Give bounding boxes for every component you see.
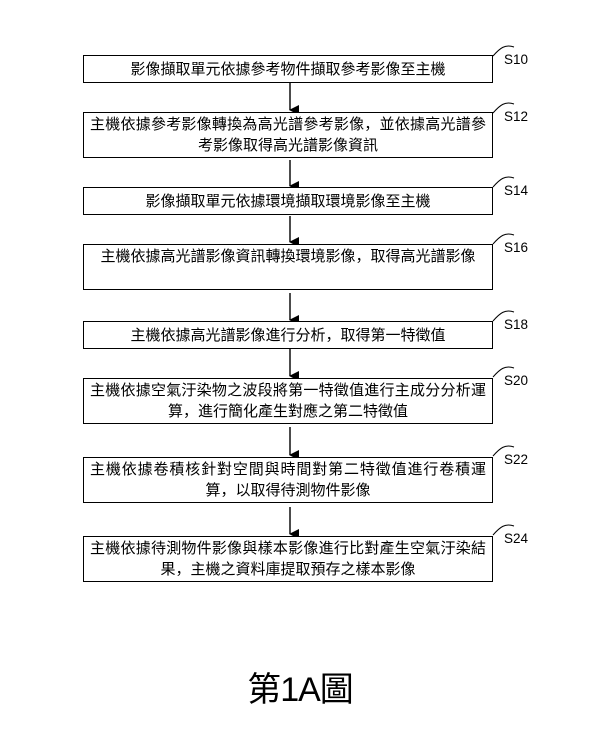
step-text-s22: 主機依據卷積核針對空間與時間對第二特徵值進行卷積運算，以取得待測物件影像 (90, 460, 486, 499)
leader-s12 (492, 102, 515, 114)
step-text-s14: 影像擷取單元依據環境擷取環境影像至主機 (145, 191, 431, 210)
step-text-s10: 影像擷取單元依據參考物件擷取參考影像至主機 (130, 59, 446, 78)
step-label-s10: S10 (504, 52, 529, 67)
step-label-s14: S14 (504, 183, 529, 198)
step-text-s12: 主機依據參考影像轉換為高光譜參考影像，並依據高光譜參考影像取得高光譜影像資訊 (90, 115, 486, 154)
step-box-s14: 影像擷取單元依據環境擷取環境影像至主機 (83, 187, 493, 215)
step-box-s10: 影像擷取單元依據參考物件擷取參考影像至主機 (83, 55, 493, 83)
step-box-s22: 主機依據卷積核針對空間與時間對第二特徵值進行卷積運算，以取得待測物件影像 (83, 457, 493, 503)
step-label-s20: S20 (504, 373, 529, 388)
step-box-s20: 主機依據空氣汙染物之波段將第一特徵值進行主成分分析運算，進行簡化產生對應之第二特… (83, 378, 493, 424)
leader-s20 (492, 366, 515, 378)
leader-s18 (492, 310, 515, 322)
leader-s22 (492, 445, 515, 457)
step-label-s16: S16 (504, 240, 529, 255)
leader-s16 (492, 233, 515, 245)
step-text-s24: 主機依據待測物件影像與樣本影像進行比對產生空氣汙染結果，主機之資料庫提取預存之樣… (90, 539, 486, 578)
step-label-s24: S24 (504, 531, 529, 546)
step-label-s22: S22 (504, 452, 529, 467)
step-box-s12: 主機依據參考影像轉換為高光譜參考影像，並依據高光譜參考影像取得高光譜影像資訊 (83, 112, 493, 158)
step-label-s12: S12 (504, 109, 529, 124)
step-box-s18: 主機依據高光譜影像進行分析，取得第一特徵值 (83, 321, 493, 349)
step-text-s18: 主機依據高光譜影像進行分析，取得第一特徵值 (130, 325, 446, 344)
step-text-s20: 主機依據空氣汙染物之波段將第一特徵值進行主成分分析運算，進行簡化產生對應之第二特… (90, 381, 486, 420)
leader-s24 (492, 524, 515, 536)
step-box-s24: 主機依據待測物件影像與樣本影像進行比對產生空氣汙染結果，主機之資料庫提取預存之樣… (83, 536, 493, 582)
figure-caption: 第1A圖 (247, 671, 354, 709)
leader-s14 (492, 176, 515, 188)
step-box-s16: 主機依據高光譜影像資訊轉換環境影像，取得高光譜影像 (83, 244, 493, 290)
step-label-s18: S18 (504, 317, 529, 332)
leader-s10 (492, 45, 515, 57)
step-text-s16: 主機依據高光譜影像資訊轉換環境影像，取得高光譜影像 (100, 247, 476, 265)
